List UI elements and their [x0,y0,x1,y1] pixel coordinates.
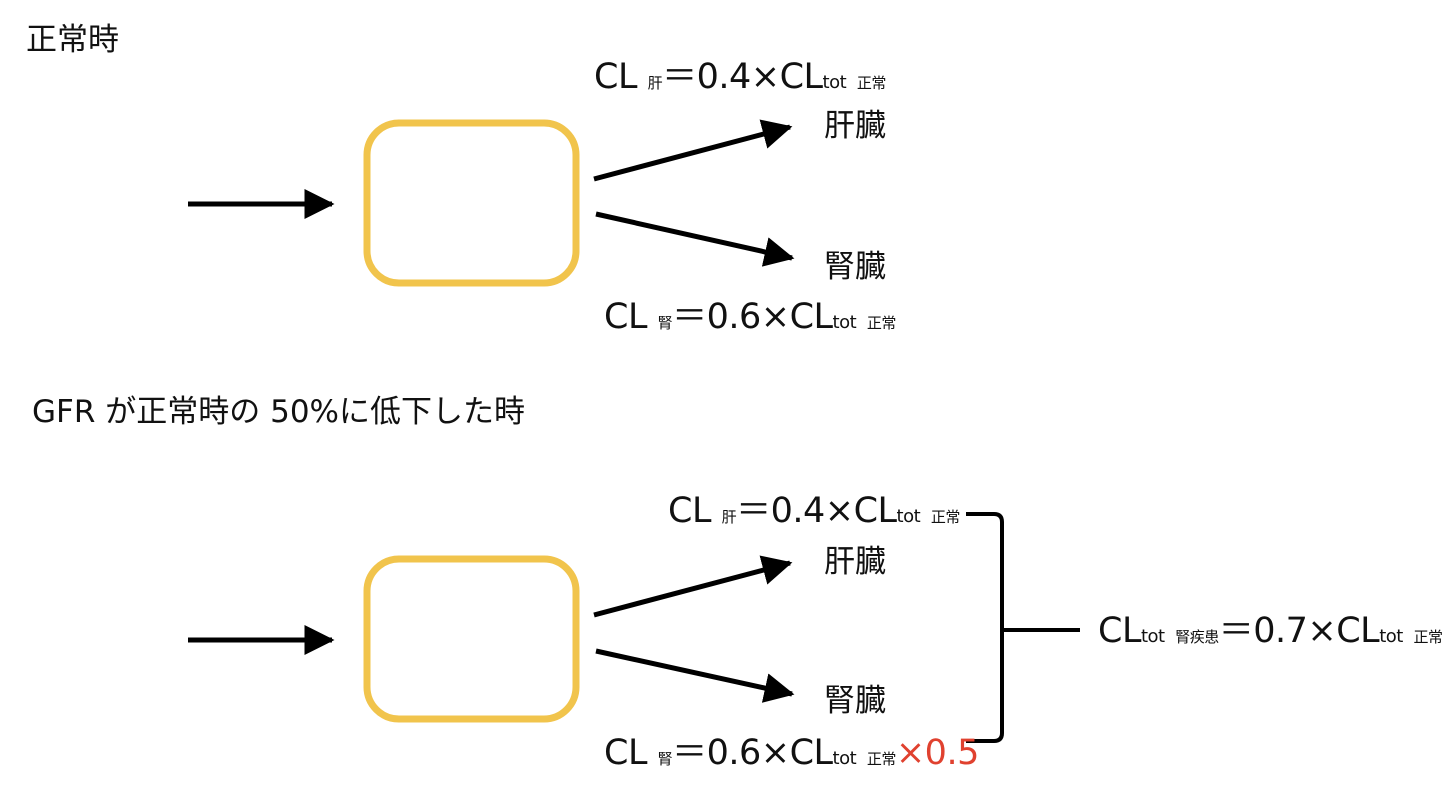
normal-subscript: 正常 [856,74,887,92]
normal-subscript: 正常 [866,314,897,332]
liver-subscript: 肝 [647,74,663,92]
heading-normal: 正常時 [26,22,119,58]
cl-symbol: CL [604,733,647,773]
liver-label-normal: 肝臓 [824,108,886,144]
cl-symbol: CL [594,57,637,97]
kidney-label-normal: 腎臓 [824,249,886,285]
cl-symbol: CL [668,491,711,531]
kidney-subscript: 腎 [657,314,673,332]
body-box-reduced [363,555,580,723]
cl-symbol: CL [1098,611,1141,651]
reduction-factor: ×0.5 [895,733,980,773]
liver-subscript: 肝 [721,508,737,526]
kidney-equation: ＝0.6×CL [672,733,833,773]
normal-subscript: 正常 [1413,628,1443,646]
tot-subscript: tot [832,748,857,769]
liver-equation: ＝0.4×CL [736,491,897,531]
liver-formula-reduced: CL 肝＝0.4×CLtot 正常 [668,494,960,529]
total-clearance-formula: CLtot 腎疾患＝0.7×CLtot 正常 [1098,611,1443,651]
kidney-arrow-normal [595,211,795,267]
tot-subscript-2: tot [1379,626,1403,647]
normal-subscript: 正常 [930,508,961,526]
tot-subscript: tot [896,506,921,527]
liver-equation: ＝0.4×CL [662,57,823,97]
liver-label-reduced: 肝臓 [824,544,886,580]
kidney-subscript: 腎 [657,750,673,768]
kidney-formula-normal: CL 腎＝0.6×CLtot 正常 [604,300,896,335]
liver-arrow-normal [593,119,793,182]
heading-reduced: GFR が正常時の 50%に低下した時 [32,394,526,430]
liver-arrow-reduced [593,555,793,618]
kidney-label-reduced: 腎臓 [824,683,886,719]
total-equation: ＝0.7×CL [1218,611,1380,651]
kidney-arrow-reduced [595,648,795,703]
sum-bracket [966,512,1080,743]
kidney-formula-reduced: CL 腎＝0.6×CLtot 正常×0.5 [604,736,979,771]
body-box-normal [363,119,580,287]
cl-symbol: CL [604,297,647,337]
kidney-equation: ＝0.6×CL [672,297,833,337]
tot-subscript: tot [822,72,847,93]
tot-subscript: tot [832,312,857,333]
disease-subscript: 腎疾患 [1175,628,1219,646]
liver-formula-normal: CL 肝＝0.4×CLtot 正常 [594,60,886,95]
normal-subscript: 正常 [866,750,897,768]
tot-subscript: tot [1140,626,1165,647]
